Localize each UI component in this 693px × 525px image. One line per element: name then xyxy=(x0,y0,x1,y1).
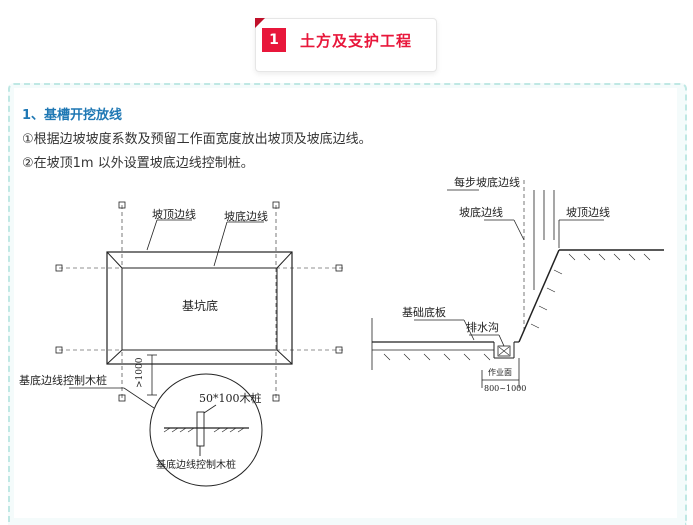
step-1-text: ①根据边坡坡度系数及预留工作面宽度放出坡顶及坡底边线。 xyxy=(22,132,372,147)
slope-top-outline xyxy=(106,251,293,365)
plan-bottom-edge-label: 坡底边线 xyxy=(224,209,268,223)
content-panel xyxy=(14,88,677,518)
foundation-slab-label: 基础底板 xyxy=(402,305,446,319)
plan-top-edge-label: 坡顶边线 xyxy=(152,207,196,221)
drain-ditch-label: 排水沟 xyxy=(466,320,499,334)
section-number-badge: 1 xyxy=(262,28,286,52)
plan-view-diagram xyxy=(55,201,344,487)
section-title: 土方及支护工程 xyxy=(300,32,413,50)
work-face-dimension: 800~1000 xyxy=(484,384,526,393)
step-2-text: ②在坡顶1m 以外设置坡底边线控制桩。 xyxy=(22,156,254,171)
section-top-edge-label: 坡顶边线 xyxy=(566,205,610,219)
pit-bottom-label: 基坑底 xyxy=(182,298,218,313)
section-bottom-edge-label: 坡底边线 xyxy=(459,205,503,219)
header-corner-decoration xyxy=(255,18,265,28)
stake-size-label: 50*100木桩 xyxy=(199,391,262,405)
work-face-label: 作业面 xyxy=(488,367,512,377)
plan-dimension-label: >1000 xyxy=(135,357,145,388)
section-view-diagram xyxy=(371,180,664,388)
slope-bottom-outline xyxy=(121,267,278,351)
detail-caption: 基底边线控制木桩 xyxy=(156,458,236,471)
excavation-diagrams: 坡顶边线 坡底边线 基坑底 >1000 基底边线控制木桩 50*100木桩 基底… xyxy=(19,175,664,487)
step-slope-label: 每步坡底边线 xyxy=(454,175,520,189)
subsection-heading: 1、基槽开挖放线 xyxy=(22,108,123,123)
stake-label: 基底边线控制木桩 xyxy=(19,373,107,387)
